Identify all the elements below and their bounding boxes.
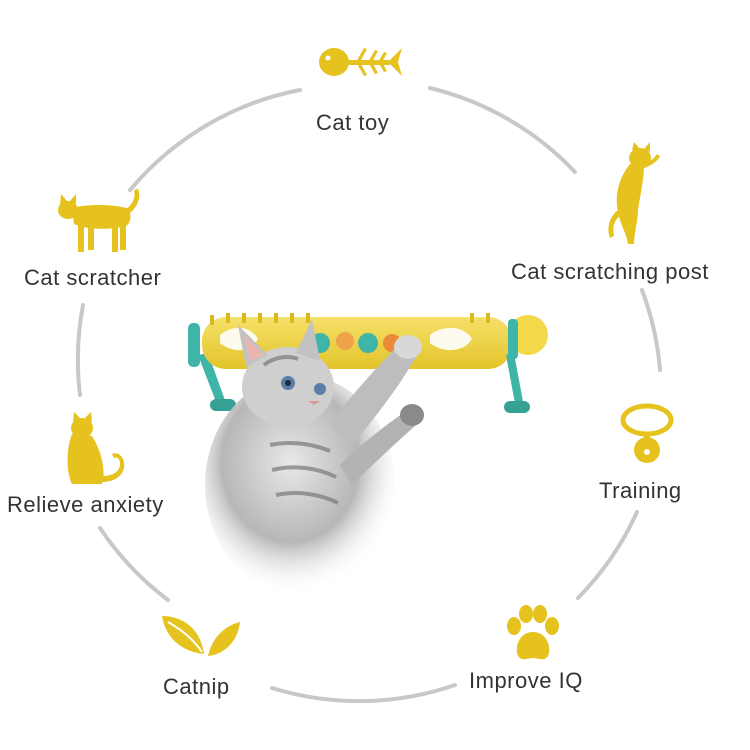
feature-label-cat-scratcher: Cat scratcher <box>24 265 162 290</box>
kitten <box>205 319 424 595</box>
feature-label-improve-iq: Improve IQ <box>469 668 583 693</box>
walking-cat-icon <box>58 189 140 252</box>
product-photo <box>188 313 548 595</box>
paw-icon <box>507 605 559 660</box>
collar-icon <box>620 403 674 463</box>
feature-label-catnip: Catnip <box>163 674 230 699</box>
fish-bone-icon <box>319 48 402 76</box>
standing-cat-icon <box>608 142 660 244</box>
left-mount-bracket <box>188 323 236 411</box>
feature-label-cat-toy: Cat toy <box>316 110 390 135</box>
leaf-icon <box>162 616 240 656</box>
sitting-cat-icon <box>67 412 125 484</box>
feature-label-cat-scratching-post: Cat scratching post <box>511 259 709 284</box>
feature-label-relieve-anxiety: Relieve anxiety <box>7 492 164 517</box>
feature-label-training: Training <box>599 478 682 503</box>
